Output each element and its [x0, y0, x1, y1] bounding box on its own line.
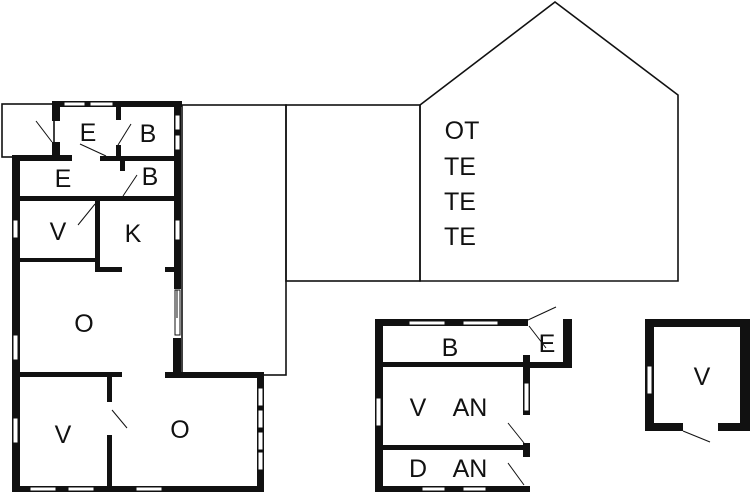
room-label-entry-2: E	[55, 165, 72, 193]
annex-labels: B E V AN D AN	[409, 330, 555, 483]
label-te-3: TE	[444, 223, 476, 251]
label-ot: OT	[445, 117, 480, 145]
room-label-e-annex: E	[539, 330, 556, 358]
shed-walls	[645, 319, 750, 443]
room-label-kitchen: K	[125, 220, 142, 248]
room-label-d-annex: D	[409, 455, 427, 483]
room-label-bath: B	[140, 120, 157, 148]
annex-walls	[375, 306, 572, 492]
garage-outline	[181, 104, 287, 376]
room-label-v-2: V	[55, 421, 72, 449]
room-label-an-annex-2: AN	[453, 455, 488, 483]
main-house-walls	[12, 101, 264, 492]
room-label-b-annex: B	[442, 334, 459, 362]
room-label-shed: V	[694, 363, 711, 391]
room-label-entry: E	[80, 119, 97, 147]
room-label-o: O	[74, 310, 93, 338]
label-te: TE	[444, 153, 476, 181]
main-house-windows	[12, 101, 264, 492]
room-label-v: V	[50, 218, 67, 246]
label-te-2: TE	[444, 188, 476, 216]
middle-building-outline	[285, 104, 421, 282]
room-label-an-annex: AN	[453, 394, 488, 422]
room-label-v-annex: V	[410, 394, 427, 422]
room-label-bath-2: B	[142, 163, 159, 191]
main-house-labels: E B E B V K O V O	[50, 119, 190, 449]
gable-building-labels: OT TE TE TE	[444, 117, 479, 251]
porch-outline	[1, 103, 55, 158]
room-label-o-2: O	[170, 416, 189, 444]
gable-building-outline	[419, 0, 679, 282]
